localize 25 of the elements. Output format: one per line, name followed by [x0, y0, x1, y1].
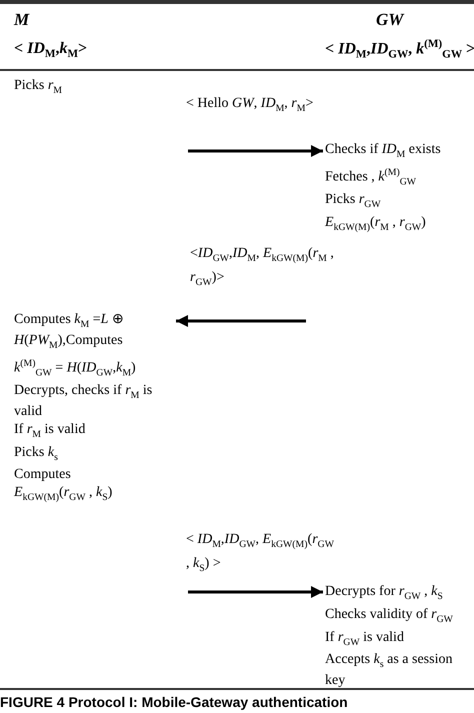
party-name: GW — [376, 10, 404, 30]
step-text: Computes — [14, 467, 72, 484]
message-arrow — [176, 315, 306, 327]
party-keys: < ID$_{M}$,k$_{M}$> — [14, 40, 88, 60]
step-text: Checks validity of r$_{GW}$ — [325, 606, 454, 627]
step-text: Checks if ID$_{M}$ exists — [325, 142, 442, 162]
step-text: If r$_{M}$ is valid — [14, 422, 86, 442]
step-text: Accepts k$_{s}$ as a session key — [325, 652, 454, 690]
figure-caption: FIGURE 4 Protocol I: Mobile-Gateway authentication — [0, 694, 349, 710]
message-arrow — [188, 586, 323, 598]
step-text: Picks k$_{s}$ — [14, 444, 59, 464]
step-text: k$^{(M)}$$_{GW}$ = H(ID$_{GW}$,k$_{M}$) — [14, 356, 137, 380]
edge-label: < ID$_{M}$,ID$_{GW}$, E$_{kGW(M)}$(r$_{GW}$ , k$_{S}$) > — [186, 531, 335, 576]
step-text: Computes k$_{M}$ =L ⊕ H(PW$_{M}$),Computes — [14, 312, 125, 353]
step-text: E$_{kGW(M)}$(r$_{GW}$ , k$_{S}$) — [14, 485, 114, 506]
edge-label: <ID$_{GW}$,ID$_{M}$, E$_{kGW(M)}$(r$_{M}$ , r$_{GW}$)> — [190, 245, 335, 290]
party-name: M — [14, 10, 30, 30]
step-text: E$_{kGW(M)}$(r$_{M}$ , r$_{GW}$) — [325, 215, 427, 235]
step-text: Picks r$_{M}$ — [14, 77, 62, 98]
step-text: Picks r$_{GW}$ — [325, 192, 382, 212]
step-text: Decrypts for r$_{GW}$ , k$_{S}$ — [325, 584, 444, 604]
step-text: If r$_{GW}$ is valid — [325, 630, 405, 650]
edge-label: < Hello GW, ID$_{M}$, r$_{M}$> — [186, 95, 314, 116]
party-keys: < ID$_{M}$,ID$_{GW}$, k$^{(M)}$$_{GW}$ > — [325, 38, 474, 61]
message-arrow — [188, 145, 323, 157]
